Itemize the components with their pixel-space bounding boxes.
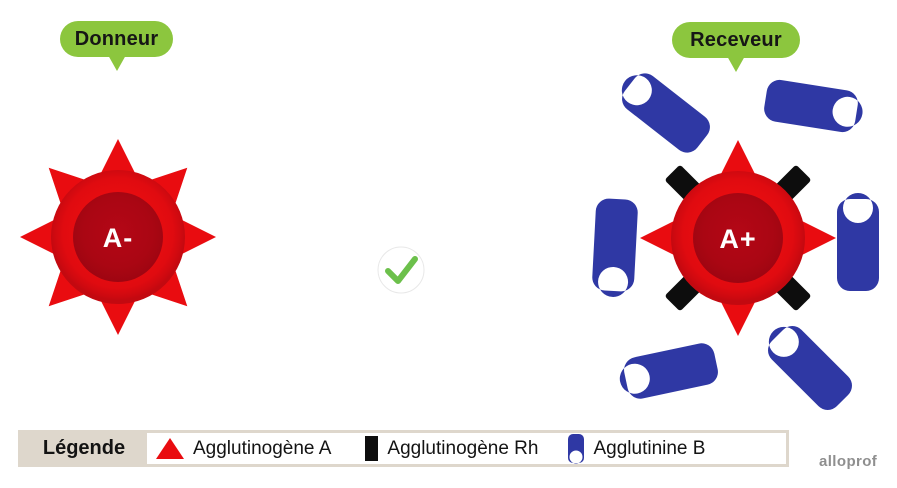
legend-item-label: Agglutinogène A xyxy=(193,437,332,459)
legend-item-agglutinogene-a: Agglutinogène A xyxy=(156,438,331,460)
recipient-bubble-label: Receveur xyxy=(690,28,782,51)
donor-cell-label: A- xyxy=(103,223,134,253)
recipient-blood-cell: A+ xyxy=(640,140,836,336)
agglutinine-b-shape xyxy=(762,78,866,135)
agglutinine-b-shape xyxy=(612,64,716,158)
agglutinine-b-icon xyxy=(568,433,585,463)
legend-item-label: Agglutinogène Rh xyxy=(387,437,539,459)
donor-bubble-tail xyxy=(108,55,126,71)
legend-bar: Légende Agglutinogène A Agglutinogène Rh… xyxy=(18,430,789,467)
recipient-cell-label: A+ xyxy=(719,224,756,254)
agglutinine-b-shape xyxy=(615,340,721,403)
legend-item-label: Agglutinine B xyxy=(593,437,706,459)
cell-inner xyxy=(73,192,163,282)
cell-inner xyxy=(693,193,783,283)
checkmark-icon xyxy=(377,246,425,294)
agglutinine-b-shape xyxy=(591,197,639,299)
legend-item-agglutinine-b: Agglutinine B xyxy=(568,433,706,464)
agglutinogene-rh-icon xyxy=(365,436,379,461)
legend-item-agglutinogene-rh: Agglutinogène Rh xyxy=(365,436,538,461)
agglutinine-b-shape xyxy=(758,316,858,416)
agglutinogene-a-icon xyxy=(156,438,184,459)
recipient-bubble: Receveur xyxy=(672,22,800,58)
donor-blood-cell: A- xyxy=(20,139,216,335)
alloprof-watermark: alloprof xyxy=(819,453,878,470)
donor-bubble-label: Donneur xyxy=(74,27,159,50)
legend-title: Légende xyxy=(21,433,147,464)
donor-bubble: Donneur xyxy=(60,21,173,57)
recipient-bubble-tail xyxy=(727,56,745,72)
agglutinine-b-shape xyxy=(837,193,879,291)
